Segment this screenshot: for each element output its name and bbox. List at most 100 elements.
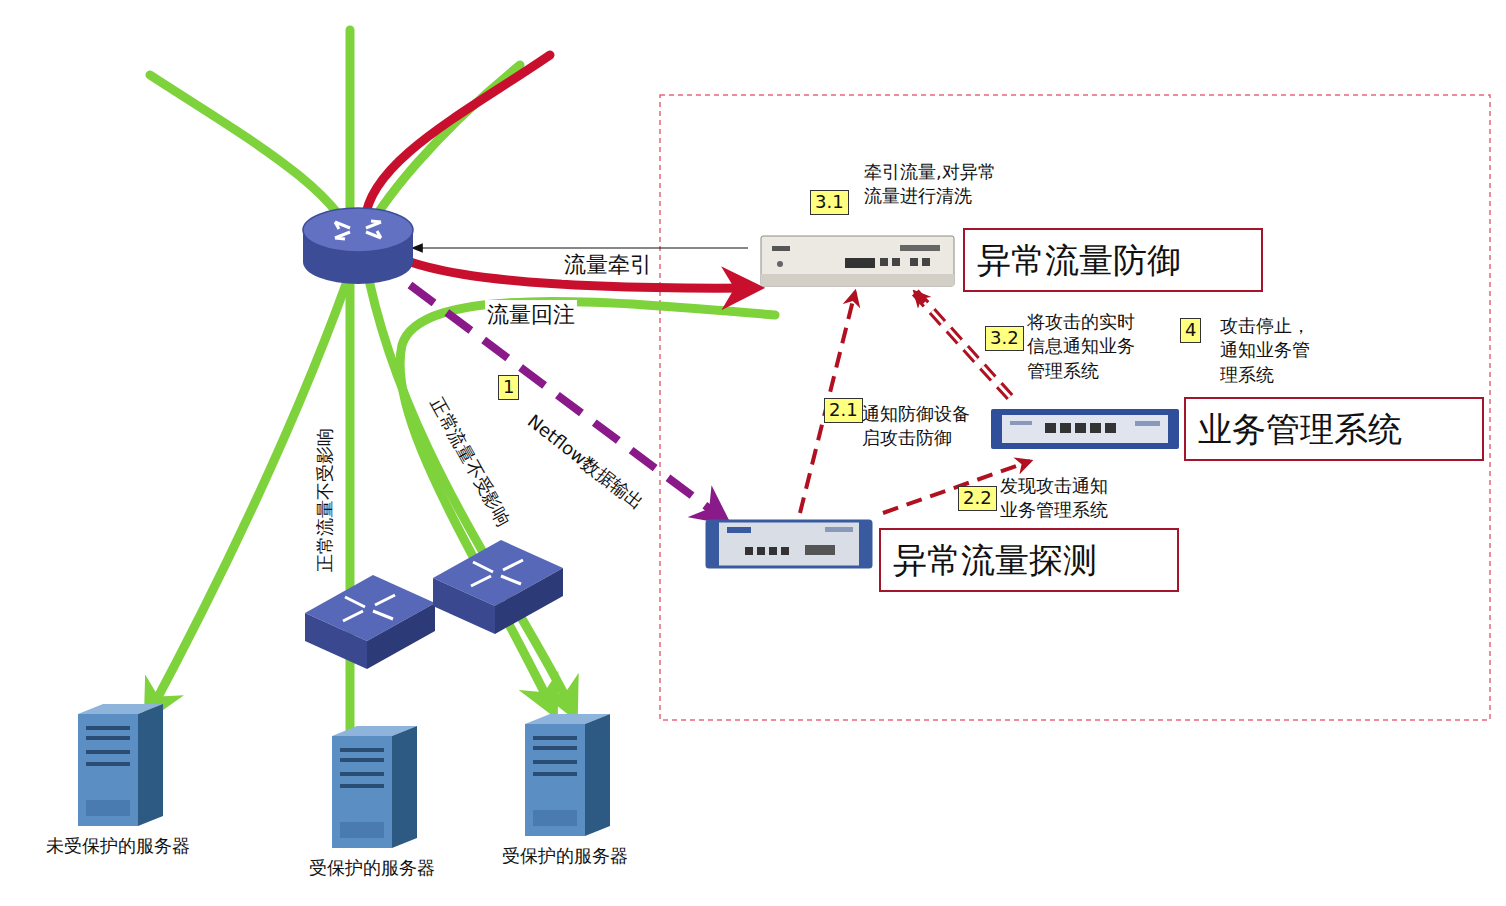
device-icon [317, 722, 427, 852]
edge-label: 将攻击的实时 信息通知业务 管理系统 [1027, 310, 1142, 383]
drawing-part [471, 560, 523, 586]
device-drawing [317, 722, 427, 852]
drawing-part [1075, 423, 1086, 433]
protected-region [660, 95, 1490, 720]
callout-number: 2.2 [958, 486, 997, 511]
drawing-part [335, 232, 350, 239]
drawing-part [533, 746, 577, 750]
drawing-part [1002, 415, 1168, 443]
drawing-part [922, 258, 930, 266]
step-note: 攻击停止， 通知业务管 理系统 [1220, 314, 1317, 387]
drawing-part [707, 521, 719, 567]
drawing-part [769, 547, 777, 555]
drawing-part [471, 560, 523, 586]
drawing-part [991, 409, 1179, 449]
drawing-part [86, 800, 130, 816]
netflow-arrow [410, 285, 722, 518]
server-label: 受保护的服务器 [309, 856, 435, 880]
management-device: 业务管理系统 [990, 397, 1484, 461]
server-label: 受保护的服务器 [502, 844, 628, 868]
flow-label: 流量回注 [485, 300, 577, 330]
drawing-part [757, 547, 765, 555]
flow-label: 流量牵引 [562, 250, 654, 280]
drawing-part [533, 772, 577, 776]
drawing-part [86, 750, 130, 754]
drawing-part [78, 714, 138, 826]
device-drawing [510, 710, 620, 840]
device-drawing [63, 700, 173, 830]
step-note: 牵引流量,对异常 流量进行清洗 [864, 160, 1008, 209]
drawing-part [86, 736, 130, 740]
drawing-part [343, 595, 395, 621]
drawing-part [533, 736, 577, 740]
drawing-part [433, 578, 495, 634]
flow-label: 正常流量不受影响 [313, 426, 337, 574]
device-icon [705, 513, 873, 573]
drawing-part [585, 714, 610, 836]
callout-number: 2.1 [824, 398, 863, 423]
router-icon [303, 208, 413, 284]
normal-flows [150, 30, 775, 735]
drawing-part [1060, 423, 1071, 433]
drawing-part [900, 245, 940, 251]
drawing-part [761, 236, 954, 286]
drawing-part [305, 613, 367, 669]
device-label: 异常流量防御 [963, 228, 1263, 292]
drawing-part [303, 208, 413, 252]
callout-number: 1 [498, 375, 519, 400]
drawing-part [1045, 423, 1056, 433]
server-node: 受保护的服务器 [309, 722, 435, 880]
switch-icon [305, 575, 435, 669]
drawing-part [727, 527, 751, 533]
device-icon [510, 710, 620, 840]
drawing-part [340, 772, 384, 776]
callout-number: 3.2 [985, 326, 1024, 351]
drawing-part [340, 758, 384, 762]
drawing-part [86, 726, 130, 730]
drawing-part [1010, 421, 1032, 425]
drawing-part [772, 246, 790, 251]
callout-number: 4 [1180, 318, 1201, 343]
drawing-part [892, 258, 900, 266]
callout-number: 3.1 [810, 190, 849, 215]
drawing-part [761, 274, 954, 286]
server-node: 受保护的服务器 [502, 710, 628, 868]
device-icon [760, 228, 955, 292]
drawing-part [533, 810, 577, 826]
drawing-part [400, 302, 775, 708]
drawing-part [525, 724, 585, 836]
device-drawing [990, 407, 1180, 451]
divert-arrow [412, 247, 748, 248]
drawing-part [1105, 423, 1116, 433]
defense-device: 异常流量防御 [760, 228, 1263, 292]
switch-icon [433, 540, 563, 634]
drawing-part [392, 726, 417, 848]
drawing-part [138, 704, 163, 826]
drawing-part [781, 547, 789, 555]
drawing-part [332, 736, 392, 848]
drawing-part [1135, 421, 1160, 426]
device-drawing [760, 228, 955, 292]
drawing-part [86, 762, 130, 766]
drawing-part [777, 261, 783, 267]
drawing-part [340, 784, 384, 788]
device-icon [63, 700, 173, 830]
drawing-part [533, 760, 577, 764]
drawing-part [340, 748, 384, 752]
drawing-part [343, 595, 395, 621]
drawing-part [366, 231, 381, 238]
drawing-part [910, 258, 918, 266]
drawing-part [859, 521, 871, 567]
device-icon [990, 407, 1180, 451]
edge-label: 发现攻击通知 业务管理系统 [1000, 474, 1115, 523]
flow-label: Netflow数据输出 [522, 409, 648, 515]
drawing-part [805, 545, 835, 555]
drawing-part [335, 221, 381, 239]
drawing-part [745, 547, 753, 555]
drawing-part [845, 258, 875, 268]
device-label: 业务管理系统 [1184, 397, 1484, 461]
drawing-part [335, 222, 350, 229]
edge-label: 通知防御设备 启攻击防御 [862, 402, 977, 451]
device-label: 异常流量探测 [879, 528, 1179, 592]
drawing-part [825, 527, 853, 532]
